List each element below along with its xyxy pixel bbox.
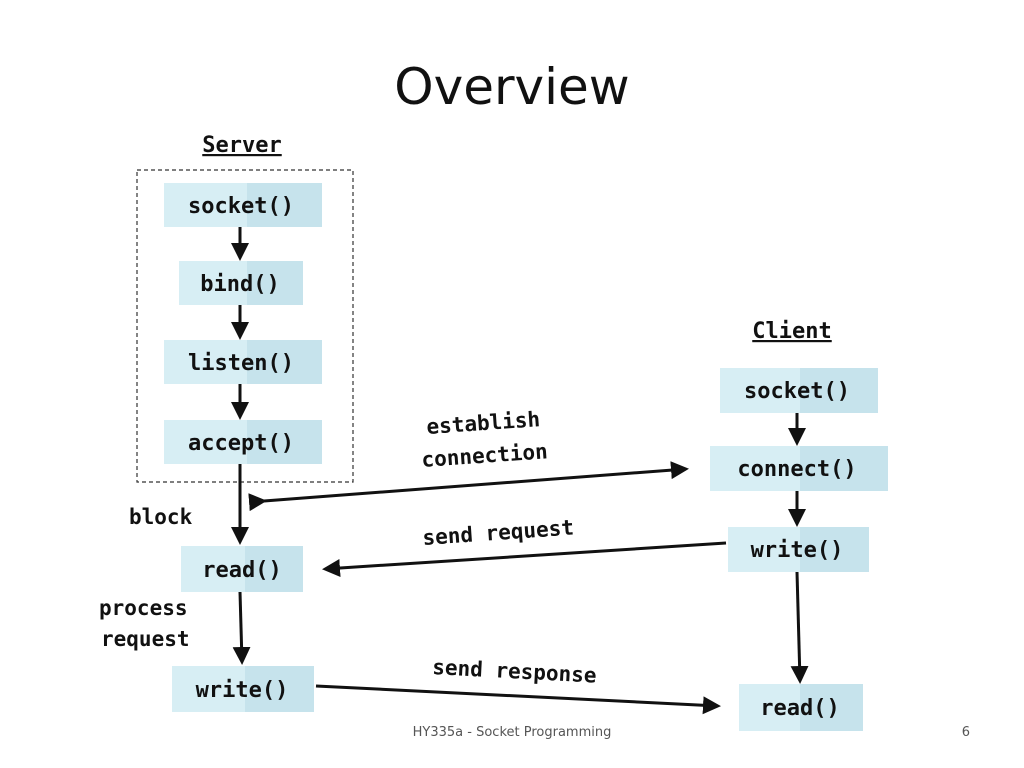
client-write-box: write() — [728, 527, 869, 572]
server-read-box: read() — [181, 546, 303, 592]
server-socket-box: socket() — [164, 183, 322, 227]
client-read-box: read() — [739, 684, 863, 731]
client-socket-label: socket() — [744, 379, 850, 404]
process-request-label-line1: process — [99, 596, 188, 620]
client-heading: Client — [752, 319, 831, 344]
block-label: block — [129, 505, 193, 529]
arrow-read-to-write — [232, 591, 251, 665]
server-heading: Server — [202, 133, 281, 158]
server-setup-group — [136, 169, 354, 483]
establish-connection-label-line2: connection — [421, 439, 549, 472]
send-request-label: send request — [422, 515, 575, 550]
server-listen-box: listen() — [164, 340, 322, 384]
server-write-label: write() — [196, 678, 289, 703]
client-write-label: write() — [751, 538, 844, 563]
server-socket-label: socket() — [188, 194, 294, 219]
establish-connection-label-line1: establish — [426, 407, 541, 439]
client-socket-box: socket() — [720, 368, 878, 413]
send-request-arrow — [322, 541, 727, 578]
slide-title: Overview — [394, 58, 630, 116]
server-accept-box: accept() — [164, 420, 322, 464]
footer-course-title: HY335a - Socket Programming — [412, 725, 612, 740]
client-connect-label: connect() — [737, 457, 856, 482]
server-bind-label: bind() — [200, 272, 279, 297]
server-listen-label: listen() — [188, 351, 294, 376]
process-request-label-line2: request — [101, 627, 190, 651]
server-accept-label: accept() — [188, 431, 294, 456]
client-read-label: read() — [760, 696, 839, 721]
send-response-arrow — [315, 684, 721, 715]
server-read-label: read() — [202, 558, 281, 583]
arrow-client-write-to-read — [790, 571, 809, 684]
send-response-label: send response — [432, 655, 597, 688]
server-bind-box: bind() — [179, 261, 303, 305]
server-write-box: write() — [172, 666, 314, 712]
page-number: 6 — [961, 725, 970, 740]
establish-connection-arrow — [248, 461, 689, 512]
client-connect-box: connect() — [710, 446, 888, 491]
